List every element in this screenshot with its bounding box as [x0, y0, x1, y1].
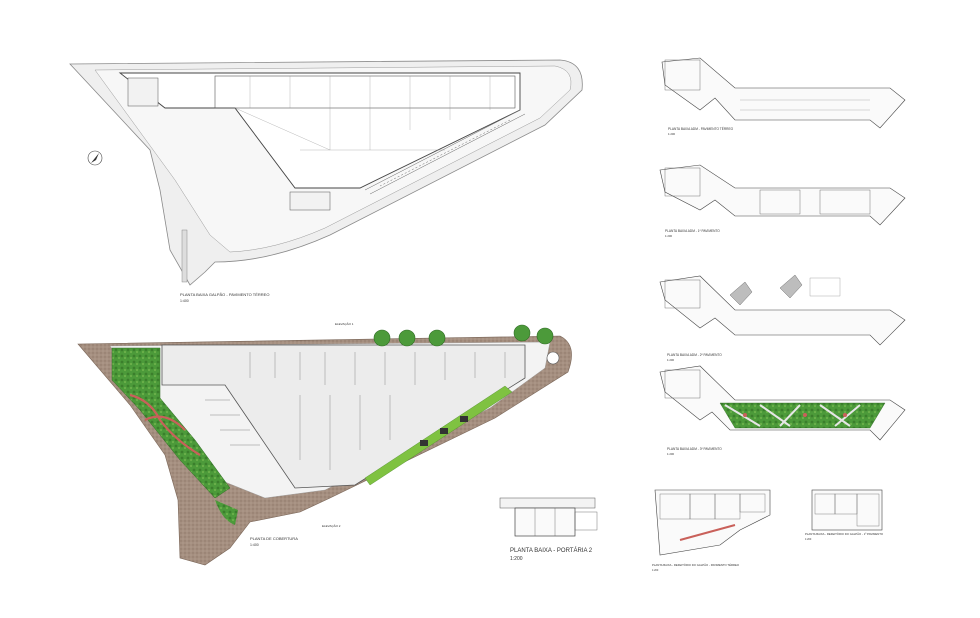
entry-building [127, 77, 159, 107]
refeitorio-ground: PLANTA BAIXA - REFEITÓRIO DO GALPÃO - PA… [652, 489, 771, 572]
upper-ground-floor-plan: PLANTA BAIXA GALPÃO - PAVIMENTO TÉRREO 1… [69, 59, 583, 303]
left-garden [111, 347, 231, 499]
portaria-plan: PLANTA BAIXA - PORTÁRIA 2 1:200 [499, 497, 598, 562]
refeitorio-ground-scale: 1:200 [652, 569, 659, 572]
column-grid [234, 76, 491, 151]
adm-plan-ground: PLANTA BAIXA ADM - PAVIMENTO TÉRREO 1:20… [661, 57, 906, 136]
roof-skylights [205, 352, 506, 470]
roof-plan-title: PLANTA DE COBERTURA [250, 536, 298, 541]
portaria-title: PLANTA BAIXA - PORTÁRIA 2 [510, 547, 593, 554]
north-arrow [87, 150, 103, 166]
portaria-scale: 1:200 [510, 556, 523, 562]
adm-second-title: PLANTA BAIXA ADM - 2º PAVIMENTO [667, 353, 722, 357]
portaria-building [514, 507, 576, 537]
refeitorio-first: PLANTA BAIXA - REFEITÓRIO DO GALPÃO - 1º… [805, 489, 884, 541]
adm-first-title: PLANTA BAIXA ADM - 1º PAVIMENTO [665, 229, 720, 233]
warehouse-roof [161, 344, 526, 489]
access-road [181, 229, 188, 283]
adm-plan-third: PLANTA BAIXA ADM - 3º PAVIMENTO 1:200 [659, 365, 906, 456]
refeitorio-first-scale: 1:200 [805, 538, 812, 541]
elevation-mark-2: ELEVAÇÃO 2 [322, 523, 341, 528]
adm-second-scale: 1:200 [667, 358, 674, 362]
green-roof-strip [364, 385, 513, 486]
upper-plan-title: PLANTA BAIXA GALPÃO - PAVIMENTO TÉRREO [180, 292, 269, 297]
gatehouse [289, 191, 331, 211]
loading-docks [364, 109, 526, 195]
adm-ground-scale: 1:200 [668, 132, 675, 136]
bottom-garden [215, 500, 238, 525]
adm-third-title: PLANTA BAIXA ADM - 3º PAVIMENTO [667, 447, 722, 451]
garden-paths [129, 393, 201, 456]
portaria-canopy [499, 497, 596, 509]
elevation-mark-1: ELEVAÇÃO 1 [335, 321, 354, 326]
upper-plan-scale: 1:400 [180, 299, 189, 303]
adm-first-scale: 1:200 [665, 234, 672, 238]
adm-plan-first: PLANTA BAIXA ADM - 1º PAVIMENTO 1:200 [659, 164, 906, 238]
adm-plan-second: PLANTA BAIXA ADM - 2º PAVIMENTO 1:200 [659, 274, 906, 362]
roof-plan-scale: 1:400 [250, 543, 259, 547]
refeitorio-first-title: PLANTA BAIXA - REFEITÓRIO DO GALPÃO - 1º… [805, 531, 884, 536]
trees [373, 324, 560, 365]
warehouse-footprint [118, 72, 521, 189]
roof-plan: ELEVAÇÃO 1 ELEVAÇÃO 2 PLANTA DE COBERTUR… [77, 321, 572, 566]
adm-ground-title: PLANTA BAIXA ADM - PAVIMENTO TÉRREO [668, 126, 734, 131]
adm-third-scale: 1:200 [667, 452, 674, 456]
warehouse-main-hall [214, 75, 516, 109]
refeitorio-ground-title: PLANTA BAIXA - REFEITÓRIO DO GALPÃO - PA… [652, 562, 740, 567]
